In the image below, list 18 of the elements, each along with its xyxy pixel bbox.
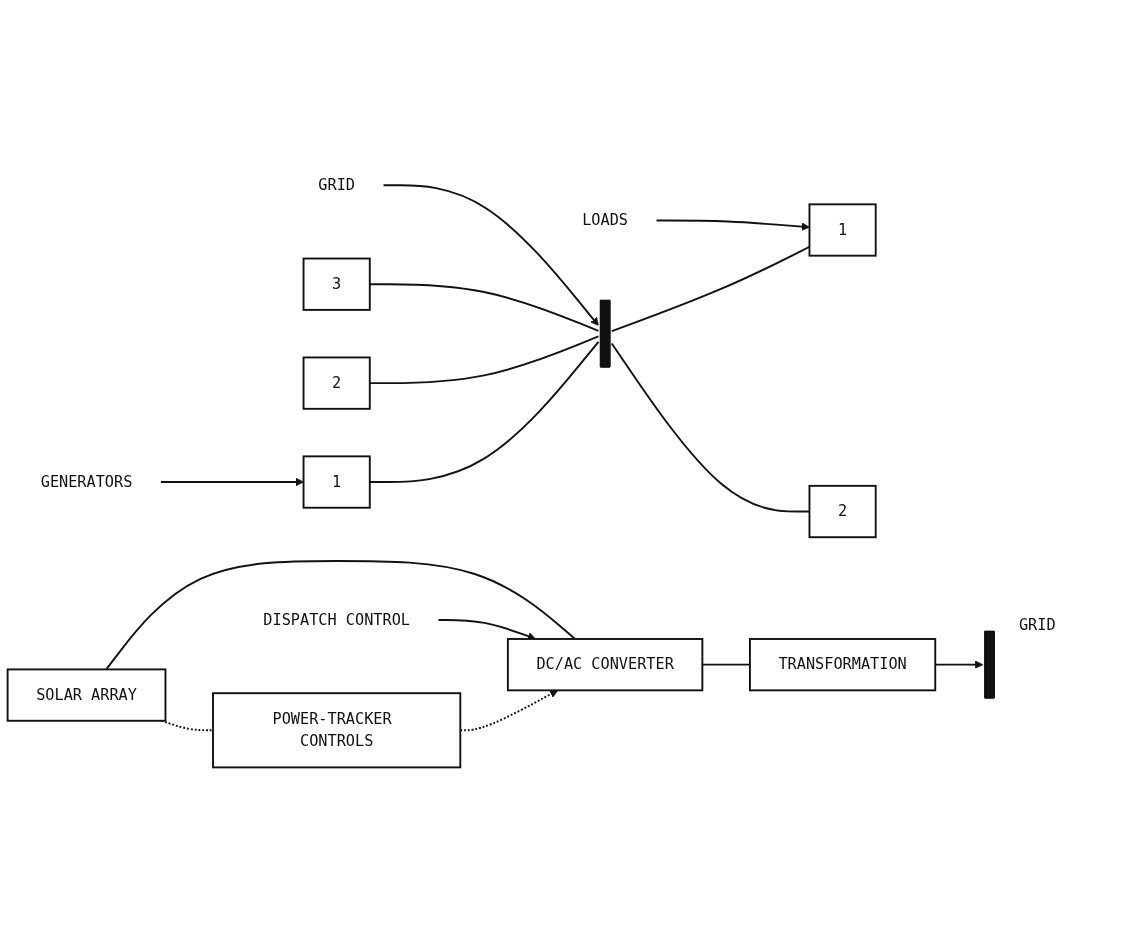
node-box: 1 xyxy=(302,455,371,509)
node-box: POWER-TRACKER CONTROLS xyxy=(212,692,462,769)
node-text: LOADS xyxy=(582,210,629,230)
node-box: DC/AC CONVERTER xyxy=(506,638,704,692)
node-text: GRID xyxy=(318,175,355,194)
node-box: SOLAR ARRAY xyxy=(6,668,167,722)
arrow xyxy=(382,184,599,326)
node-box: 2 xyxy=(808,484,877,539)
node-box: 2 xyxy=(302,356,371,410)
arrow xyxy=(655,219,810,231)
node-text: GENERATORS xyxy=(40,472,133,491)
node-text: DISPATCH CONTROL xyxy=(263,610,410,629)
connector xyxy=(105,560,577,671)
arrow xyxy=(159,477,304,487)
node-box: 1 xyxy=(808,203,877,257)
node-label: GRID xyxy=(1018,616,1056,635)
node-box: TRANSFORMATION xyxy=(748,638,937,692)
node-box: 3 xyxy=(302,257,371,311)
